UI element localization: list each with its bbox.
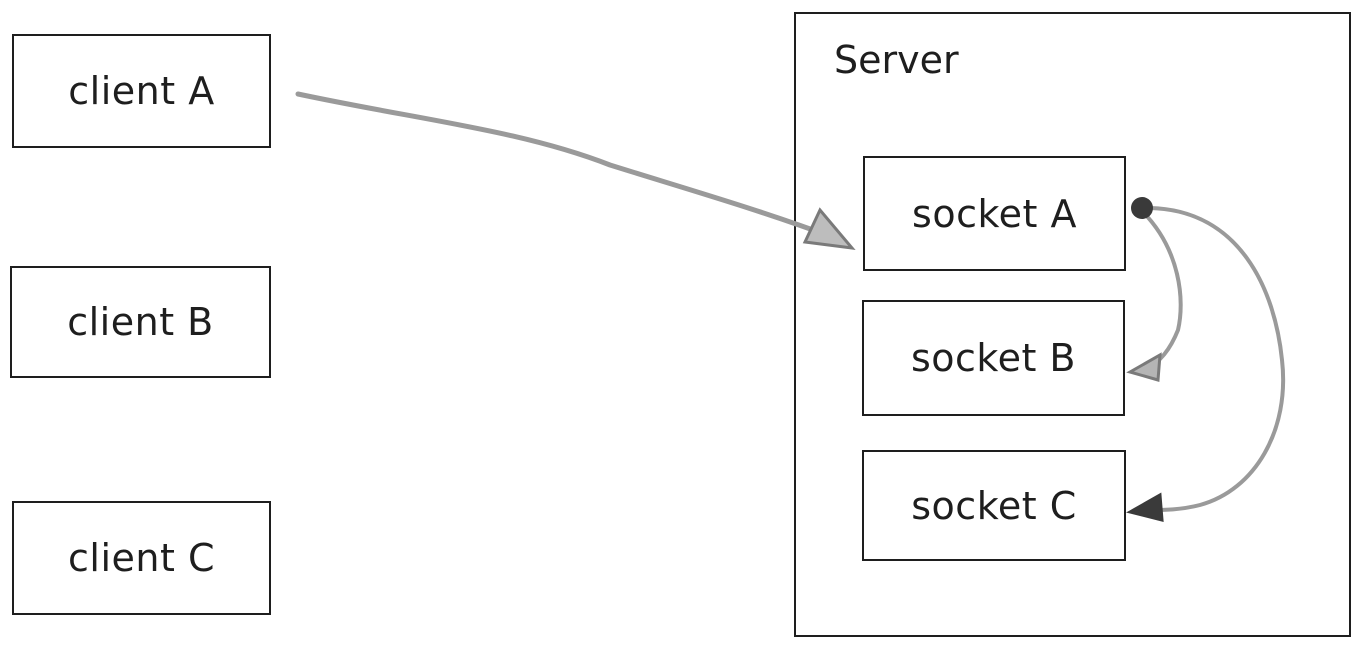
- client-b-box: client B: [10, 266, 271, 378]
- socket-c-label: socket C: [911, 483, 1077, 528]
- client-a-label: client A: [68, 69, 215, 113]
- client-c-box: client C: [12, 501, 271, 615]
- socket-a-label: socket A: [912, 191, 1077, 236]
- server-container: [794, 12, 1351, 637]
- socket-b-label: socket B: [910, 336, 1077, 380]
- client-b-label: client B: [67, 300, 214, 344]
- socket-b-box: socket B: [862, 300, 1125, 416]
- client-c-label: client C: [68, 536, 215, 580]
- socket-c-box: socket C: [862, 450, 1126, 561]
- client-a-box: client A: [12, 34, 271, 148]
- server-title: Server: [834, 38, 959, 82]
- socket-a-box: socket A: [863, 156, 1126, 271]
- arrow-client-a-to-socket-a: [295, 91, 838, 241]
